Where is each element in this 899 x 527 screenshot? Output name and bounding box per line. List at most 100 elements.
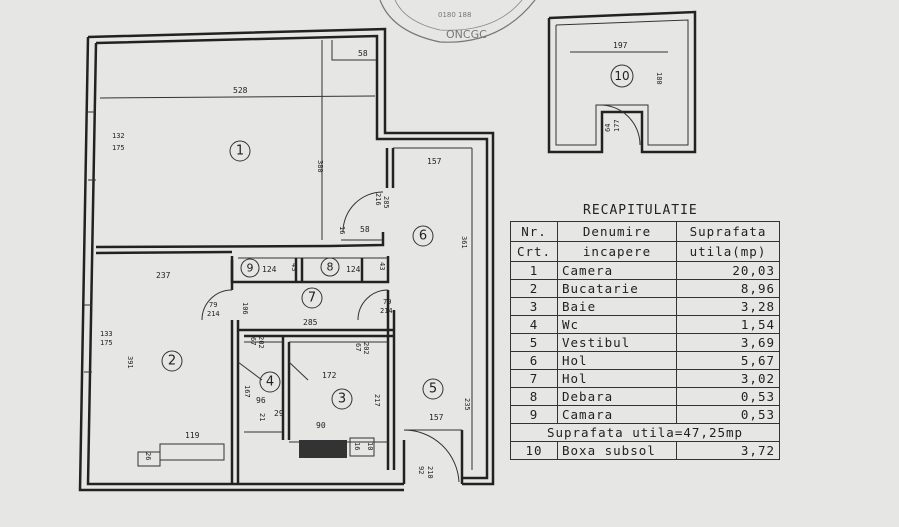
- row-area: 1,54: [676, 315, 780, 334]
- dim-label: 172: [322, 371, 337, 380]
- room-number-1: 1: [236, 144, 244, 159]
- dim-label: 21: [258, 413, 266, 421]
- dim-label: 157: [427, 157, 442, 166]
- stamp: ONCGC 0180 188: [379, 0, 536, 43]
- table-row: 2 Bucatarie 8,96: [510, 279, 780, 298]
- row-name: Camara: [557, 405, 677, 424]
- table-total-row: Suprafata utila=47,25mp: [510, 423, 780, 442]
- dimension-labels: 58 528 380 132 175 157 216 285 16 58 361…: [100, 41, 663, 479]
- row-area: 8,96: [676, 279, 780, 298]
- dim-label: 119: [185, 431, 200, 440]
- dim-label: 90: [316, 421, 326, 430]
- table-row: 3 Baie 3,28: [510, 297, 780, 316]
- row-nr: 1: [510, 261, 558, 280]
- total-area: Suprafata utila=47,25mp: [510, 423, 780, 442]
- storage-box-plan: [547, 10, 697, 154]
- dim-label: 133: [100, 330, 113, 338]
- room-number-8: 8: [327, 261, 334, 274]
- row-nr: 9: [510, 405, 558, 424]
- room-labels: 1 2 3 4 5 6 7 8 9 10: [161, 64, 634, 410]
- row-area: 3,02: [676, 369, 780, 388]
- stamp-numbers: 0180 188: [438, 11, 471, 19]
- header-crt: Crt.: [510, 241, 558, 262]
- header-utila: utila(mp): [676, 241, 780, 262]
- dim-label: 217: [373, 394, 381, 407]
- dim-label: 106: [241, 302, 249, 315]
- dim-label: 79: [209, 301, 217, 309]
- row-nr: 7: [510, 369, 558, 388]
- dim-label: 216: [374, 193, 382, 206]
- row-name: Boxa subsol: [557, 441, 677, 460]
- row-nr: 2: [510, 279, 558, 298]
- row-nr: 4: [510, 315, 558, 334]
- dim-label: 157: [429, 413, 444, 422]
- dim-label: 29: [274, 409, 284, 418]
- dim-label: 391: [126, 356, 134, 369]
- row-nr: 5: [510, 333, 558, 352]
- row-nr: 10: [510, 441, 558, 460]
- room-number-9: 9: [247, 262, 254, 275]
- room-number-3: 3: [338, 392, 346, 407]
- room-number-2: 2: [168, 354, 176, 369]
- dim-label: 214: [207, 310, 220, 318]
- room-number-10: 10: [614, 69, 629, 83]
- row-area: 3,72: [676, 441, 780, 460]
- room-number-4: 4: [266, 375, 274, 390]
- room-number-6: 6: [419, 229, 427, 244]
- outer-walls: [78, 27, 495, 492]
- table-row: 5 Vestibul 3,69: [510, 333, 780, 352]
- dim-label: 380: [316, 160, 324, 173]
- dim-label: 132: [112, 132, 125, 140]
- dim-label: 58: [360, 225, 370, 234]
- dim-label: 16: [353, 442, 361, 450]
- row-name: Debara: [557, 387, 677, 406]
- dim-label: 64: [604, 124, 612, 132]
- room-number-7: 7: [308, 291, 316, 306]
- dim-label: 285: [382, 196, 390, 209]
- bathtub-fill: [299, 440, 347, 458]
- row-name: Vestibul: [557, 333, 677, 352]
- dim-label: 210: [426, 466, 434, 479]
- dim-label: 528: [233, 86, 248, 95]
- dim-label: 16: [338, 226, 346, 234]
- dim-label: 285: [303, 318, 318, 327]
- recap-title: RECAPITULATIE: [583, 203, 698, 218]
- row-name: Wc: [557, 315, 677, 334]
- row-nr: 8: [510, 387, 558, 406]
- table-header-row: Nr. Denumire Suprafata: [510, 221, 780, 242]
- dim-label: 124: [346, 265, 361, 274]
- dim-label: 67: [249, 337, 257, 345]
- dim-label: 10: [366, 442, 374, 450]
- dim-label: 202: [362, 342, 370, 355]
- table-row: 1 Camera 20,03: [510, 261, 780, 280]
- row-area: 0,53: [676, 387, 780, 406]
- header-suprafata: Suprafata: [676, 221, 780, 242]
- dim-label: 167: [243, 385, 251, 398]
- dim-label: 79: [383, 298, 391, 306]
- header-nr: Nr.: [510, 221, 558, 242]
- row-area: 20,03: [676, 261, 780, 280]
- dim-label: 237: [156, 271, 171, 280]
- row-nr: 6: [510, 351, 558, 370]
- row-nr: 3: [510, 297, 558, 316]
- dim-label: 124: [262, 265, 277, 274]
- dim-label: 180: [655, 72, 663, 85]
- table-row: 4 Wc 1,54: [510, 315, 780, 334]
- row-area: 0,53: [676, 405, 780, 424]
- dim-label: 67: [354, 343, 362, 351]
- table-row: 9 Camara 0,53: [510, 405, 780, 424]
- dim-label: 58: [358, 49, 368, 58]
- table-row: 8 Debara 0,53: [510, 387, 780, 406]
- dim-label: 214: [380, 307, 393, 315]
- row-area: 3,28: [676, 297, 780, 316]
- interior-walls: [95, 40, 473, 484]
- row-area: 3,69: [676, 333, 780, 352]
- dim-label: 202: [257, 336, 265, 349]
- dim-label: 235: [463, 398, 471, 411]
- dim-label: 92: [417, 466, 425, 474]
- dim-label: 175: [100, 339, 113, 347]
- sink-box: [349, 437, 375, 457]
- row-name: Hol: [557, 351, 677, 370]
- header-denumire: Denumire: [557, 221, 677, 242]
